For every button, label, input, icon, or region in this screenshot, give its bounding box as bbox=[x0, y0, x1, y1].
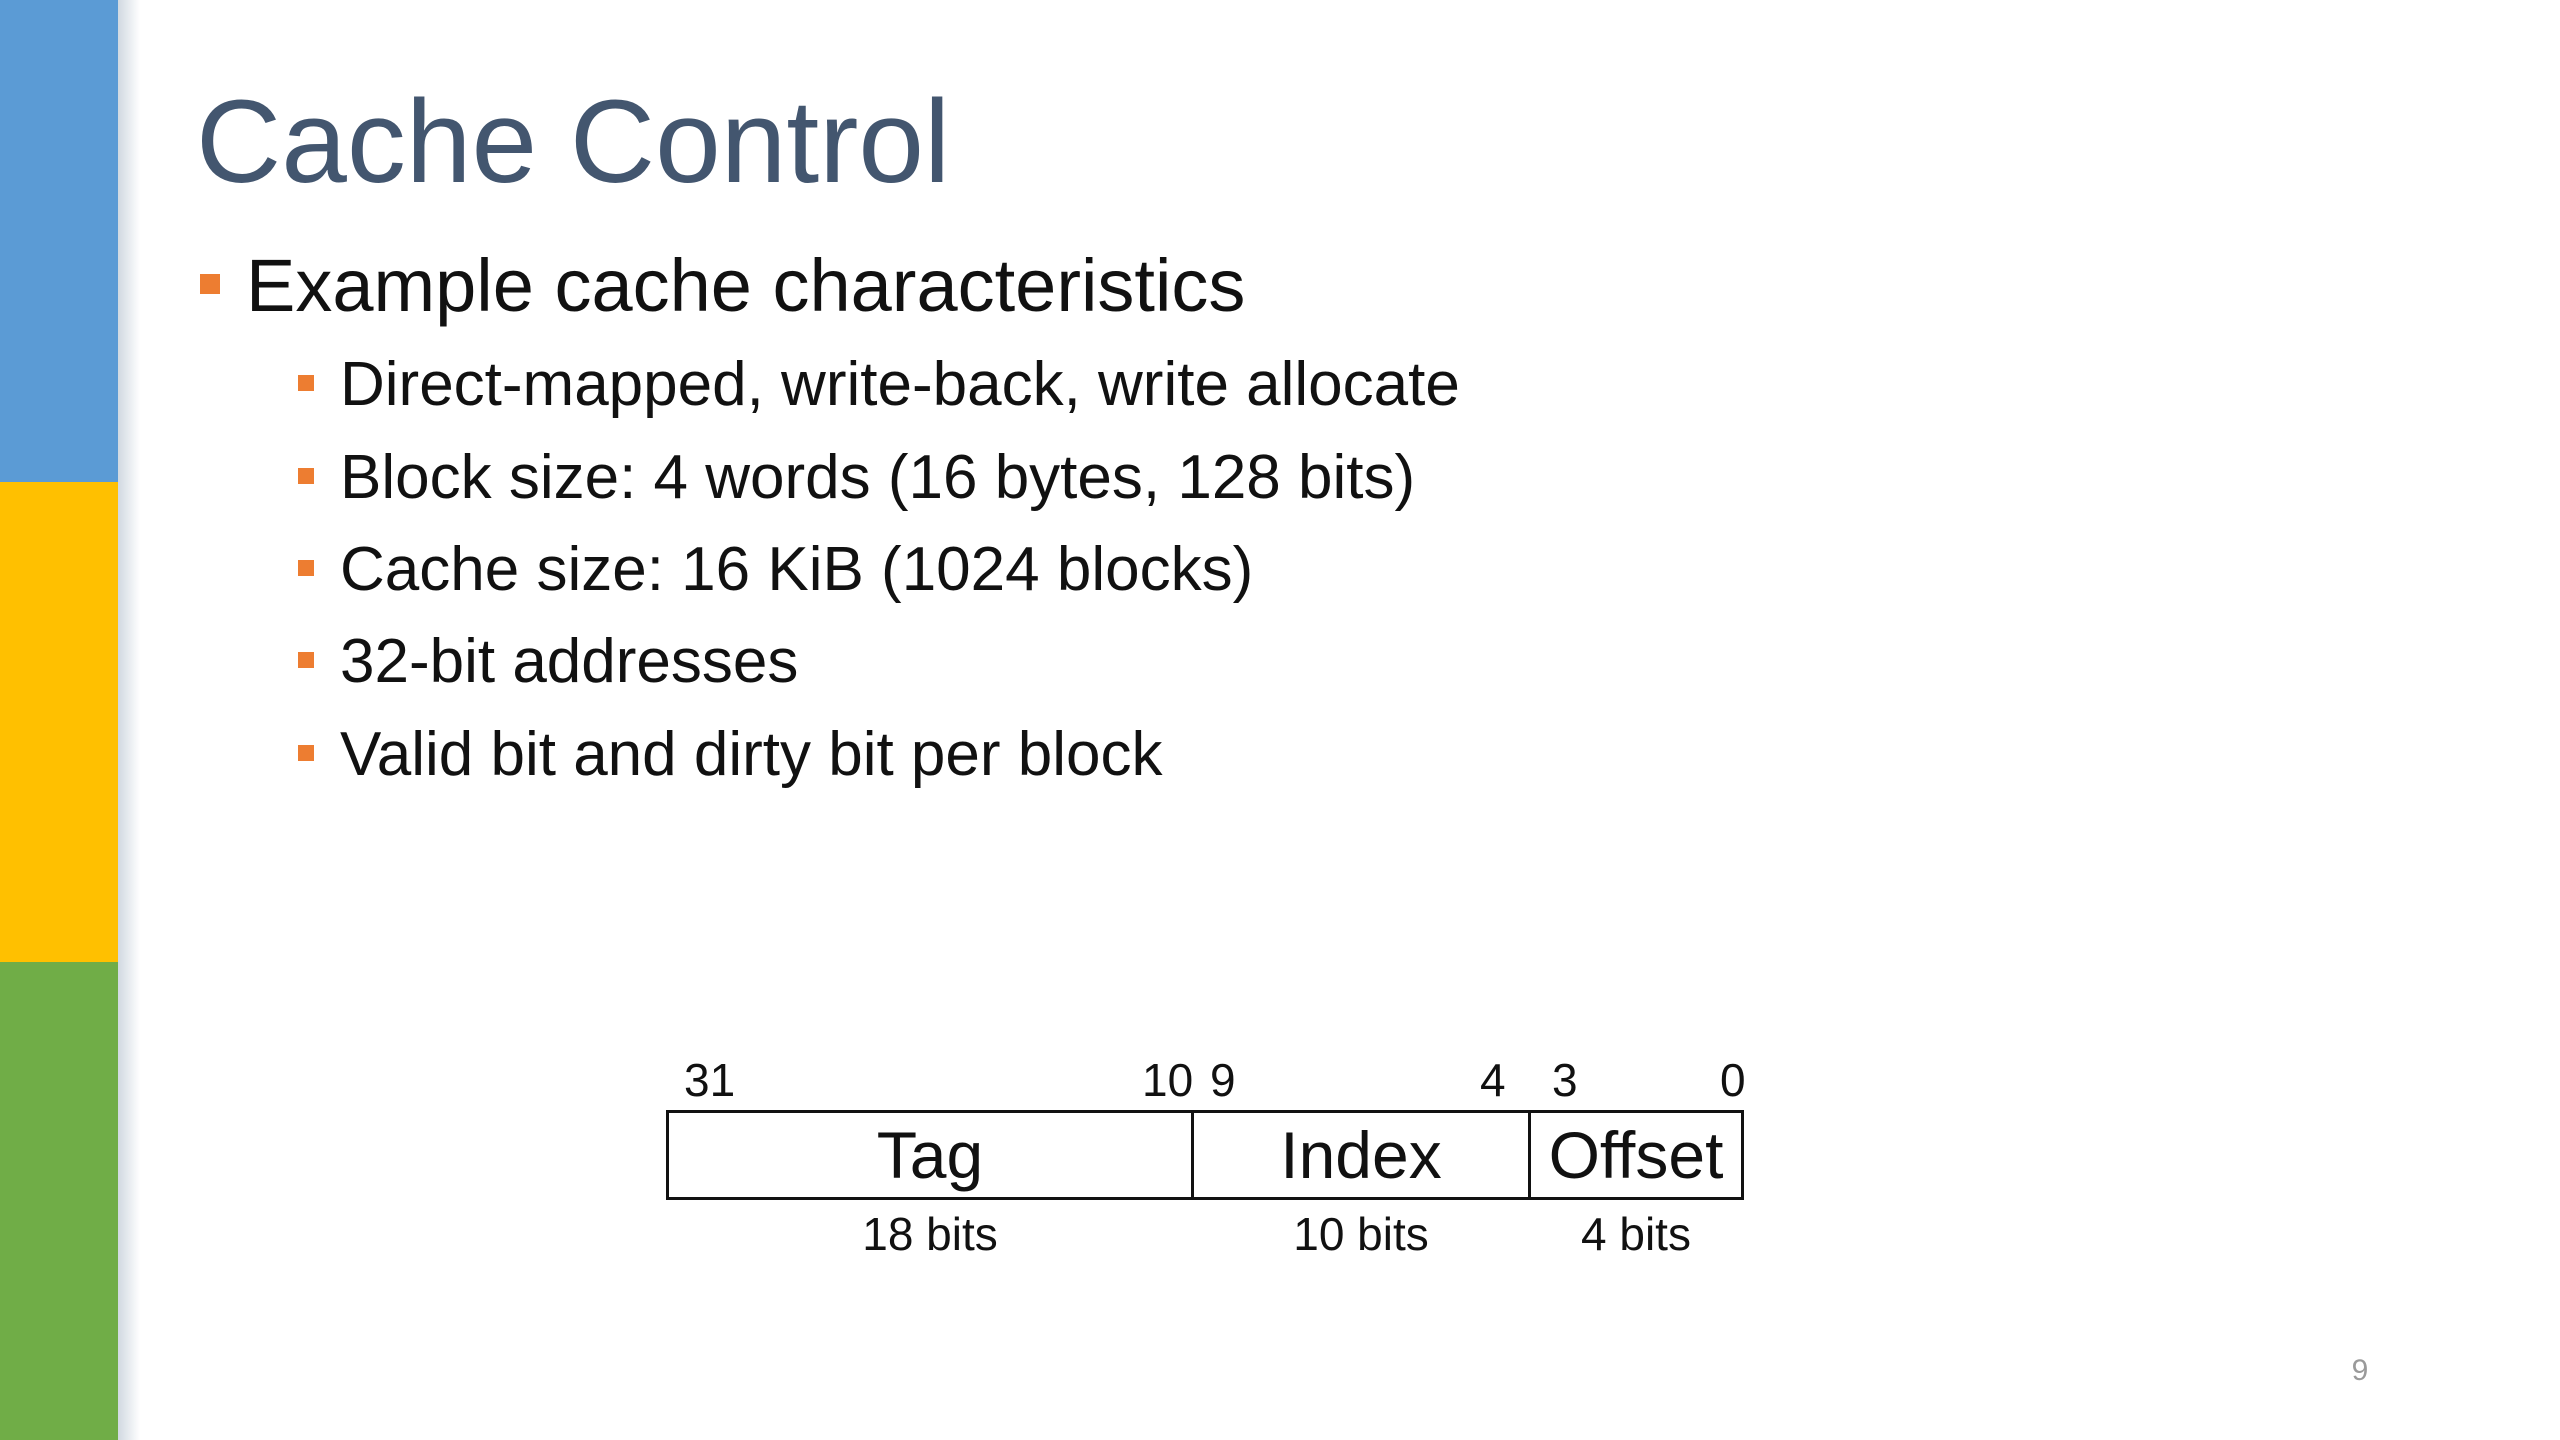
bit-number-0: 0 bbox=[1720, 1054, 1746, 1106]
bit-number-10: 10 bbox=[1142, 1054, 1194, 1106]
sub-bullet-text: Valid bit and dirty bit per block bbox=[340, 720, 1163, 789]
square-bullet-icon bbox=[298, 560, 314, 576]
stripe-yellow bbox=[0, 482, 118, 962]
bit-number-9: 9 bbox=[1210, 1054, 1236, 1106]
field-index-width: 10 bits bbox=[1293, 1208, 1429, 1260]
bit-number-31: 31 bbox=[684, 1054, 736, 1106]
field-offset-width: 4 bits bbox=[1581, 1208, 1691, 1260]
sub-bullet-text: 32-bit addresses bbox=[340, 627, 799, 696]
sub-bullet-text: Direct-mapped, write-back, write allocat… bbox=[340, 350, 1460, 419]
page-number: 9 bbox=[2351, 1354, 2369, 1387]
sub-bullet-text: Block size: 4 words (16 bytes, 128 bits) bbox=[340, 443, 1416, 512]
bit-number-4: 4 bbox=[1480, 1054, 1506, 1106]
field-offset: Offset bbox=[1528, 1110, 1744, 1200]
square-bullet-icon bbox=[298, 652, 314, 668]
square-bullet-icon bbox=[298, 468, 314, 484]
stripe-blue bbox=[0, 0, 118, 482]
square-bullet-icon bbox=[298, 375, 314, 391]
stripe-green bbox=[0, 962, 118, 1440]
bit-number-3: 3 bbox=[1552, 1054, 1578, 1106]
slide-title: Cache Control bbox=[196, 76, 951, 208]
field-tag: Tag bbox=[666, 1110, 1194, 1200]
square-bullet-icon bbox=[200, 274, 220, 294]
square-bullet-icon bbox=[298, 745, 314, 761]
stripe-shadow bbox=[118, 0, 140, 1440]
sub-bullet-text: Cache size: 16 KiB (1024 blocks) bbox=[340, 535, 1254, 604]
field-tag-width: 18 bits bbox=[862, 1208, 998, 1260]
bullet-main-text: Example cache characteristics bbox=[246, 244, 1246, 327]
field-index: Index bbox=[1191, 1110, 1531, 1200]
